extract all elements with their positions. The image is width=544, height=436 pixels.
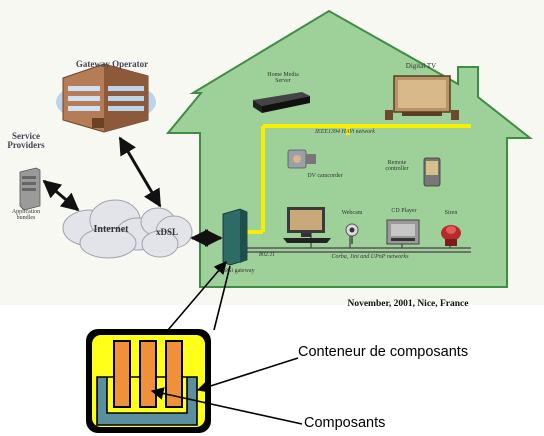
network-links — [42, 136, 223, 247]
tv-icon — [385, 75, 459, 120]
ieee1394-label: IEEE1394 HAVi network — [315, 129, 375, 135]
camcorder-icon — [287, 149, 316, 169]
gateway-box-icon — [222, 208, 248, 266]
conteneur-label: Conteneur de composants — [298, 344, 469, 360]
composants-label: Composants — [304, 415, 386, 431]
cd-player-label: CD Player — [391, 208, 417, 214]
osgi-gateway-label: OSGi gateway — [219, 268, 255, 274]
webcam-label: Webcam — [341, 210, 363, 216]
wireless-lan-label: 802.11 — [258, 252, 276, 258]
application-bundles-label: Application bundles — [11, 209, 41, 222]
component-3 — [165, 340, 183, 408]
component-2 — [139, 340, 157, 408]
digital-tv-label: Digital TV — [405, 62, 437, 70]
office-building-icon — [56, 63, 156, 133]
service-providers-label: Service Providers — [7, 131, 45, 151]
computer-icon — [283, 207, 331, 243]
webcam-icon — [345, 223, 359, 244]
cloud-icon — [62, 199, 161, 259]
media-server-icon — [253, 92, 310, 113]
remote-controller-label: Remote controller — [385, 160, 409, 173]
corba-bus-label: Corba, Jini and UPnP networks — [331, 254, 409, 260]
dv-camcorder-label: DV camcorder — [307, 173, 343, 179]
internet-label: Internet — [93, 224, 129, 235]
xdsl-label: xDSL — [155, 227, 178, 237]
caption-label: November, 2001, Nice, France — [347, 299, 469, 309]
siren-label: Siren — [444, 210, 458, 216]
cd-player-icon — [386, 219, 420, 245]
siren-icon — [441, 225, 461, 246]
connector-lines — [150, 261, 303, 425]
home-media-server-label: Home Media Server — [267, 72, 299, 85]
gateway-operator-label: Gateway Operator — [75, 59, 149, 69]
component-container — [86, 329, 211, 433]
pda-icon — [423, 157, 441, 187]
component-1 — [113, 340, 131, 408]
server-tower-icon — [19, 167, 41, 211]
